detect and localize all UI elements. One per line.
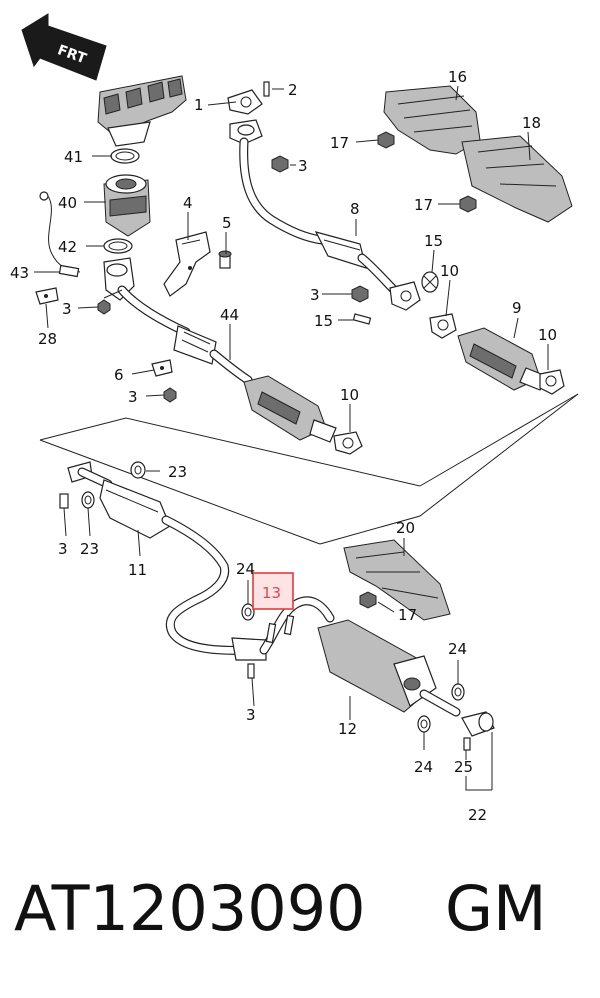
- callout-16: 16: [448, 68, 467, 86]
- callout-3: 3: [62, 300, 72, 318]
- callout-43: 43: [10, 264, 29, 282]
- bolt-3-lower: [247, 663, 255, 679]
- hanger-23-right: [130, 461, 146, 479]
- callout-9: 9: [512, 299, 522, 317]
- screw-25: [463, 737, 471, 751]
- callout-5: 5: [222, 214, 232, 232]
- nut-17-lower: [359, 591, 377, 609]
- tail-pipe-tip-22: [461, 711, 495, 737]
- muffler-12: [317, 619, 461, 717]
- nut-3-lower-left: [163, 387, 177, 403]
- callout-15: 15: [424, 232, 443, 250]
- callout-labels: 1 2 3 41 40 42 43 3 28 4 5 44 6 3 10 8 1…: [10, 68, 557, 824]
- front-direction-arrow: FRT: [21, 13, 107, 81]
- callout-25: 25: [454, 758, 473, 776]
- stud-2: [263, 81, 270, 97]
- callout-40: 40: [58, 194, 77, 212]
- exhaust-system-diagram: FRT: [10, 13, 579, 824]
- bolt-13: [265, 614, 295, 644]
- heat-shield-20: [343, 539, 451, 621]
- callout-23: 23: [80, 540, 99, 558]
- stud-15: [352, 313, 372, 325]
- callout-15: 15: [314, 312, 333, 330]
- callout-3: 3: [128, 388, 138, 406]
- bracket-28: [35, 287, 59, 305]
- nut-17-upper: [377, 131, 395, 149]
- callout-4: 4: [183, 194, 193, 212]
- leader-lines: [34, 85, 549, 791]
- callout-10: 10: [340, 386, 359, 404]
- callout-24: 24: [236, 560, 255, 578]
- heat-shield-16: [383, 85, 481, 155]
- bolt-3-left: [59, 493, 69, 509]
- front-pipe-44: [117, 285, 253, 385]
- nut-3-mid: [351, 285, 369, 303]
- converter-gasket: [103, 238, 133, 254]
- callout-17: 17: [398, 606, 417, 624]
- callout-1: 1: [194, 96, 204, 114]
- bolt-5: [218, 250, 232, 269]
- manifold-catalytic-converter: [103, 174, 151, 237]
- callout-28: 28: [38, 330, 57, 348]
- brand-name: GM: [445, 872, 547, 945]
- callout-17: 17: [414, 196, 433, 214]
- nut-17-mid: [459, 195, 477, 213]
- callout-8: 8: [350, 200, 360, 218]
- callout-3: 3: [310, 286, 320, 304]
- callout-24: 24: [414, 758, 433, 776]
- intermediate-pipe-11: [67, 461, 267, 661]
- clamp-6: [151, 359, 173, 377]
- exhaust-manifold: [97, 75, 187, 147]
- callout-18: 18: [522, 114, 541, 132]
- callout-17: 17: [330, 134, 349, 152]
- callout-2: 2: [288, 81, 298, 99]
- highlight-13[interactable]: 13: [252, 572, 294, 610]
- callout-41: 41: [64, 148, 83, 166]
- callout-3: 3: [298, 157, 308, 175]
- gasket-10-upper: [429, 313, 457, 339]
- gasket-10-right: [539, 369, 565, 395]
- heat-shield-18: [461, 135, 573, 223]
- section-frame: [39, 289, 579, 545]
- callout-11: 11: [128, 561, 147, 579]
- part-number: AT1203090: [14, 872, 366, 945]
- catalytic-converter-9: [457, 327, 547, 391]
- callout-12: 12: [338, 720, 357, 738]
- callout-3: 3: [246, 706, 256, 724]
- pipe-8: [239, 137, 421, 311]
- nut-3-left: [97, 299, 111, 315]
- callout-23: 23: [168, 463, 187, 481]
- hanger-23-left: [81, 491, 95, 509]
- callout-13: 13: [262, 584, 281, 602]
- callout-24: 24: [448, 640, 467, 658]
- callout-42: 42: [58, 238, 77, 256]
- hanger-24-bottom: [417, 715, 431, 733]
- nut-3-upper: [271, 155, 289, 173]
- callout-10: 10: [440, 262, 459, 280]
- callout-3: 3: [58, 540, 68, 558]
- oxygen-sensor: [39, 191, 81, 278]
- bracket-4: [163, 231, 211, 297]
- hanger-24-right: [451, 683, 465, 701]
- callout-44: 44: [220, 306, 239, 324]
- front-catalytic-converter: [243, 375, 337, 443]
- callout-20: 20: [396, 519, 415, 537]
- gasket-10-front: [333, 431, 363, 455]
- callout-22: 22: [468, 806, 487, 824]
- spring-15: [421, 271, 439, 293]
- callout-10: 10: [538, 326, 557, 344]
- manifold-gasket: [110, 148, 140, 164]
- hanger-24-mid: [241, 603, 255, 621]
- flange-pipe-1: [227, 89, 263, 145]
- callout-6: 6: [114, 366, 124, 384]
